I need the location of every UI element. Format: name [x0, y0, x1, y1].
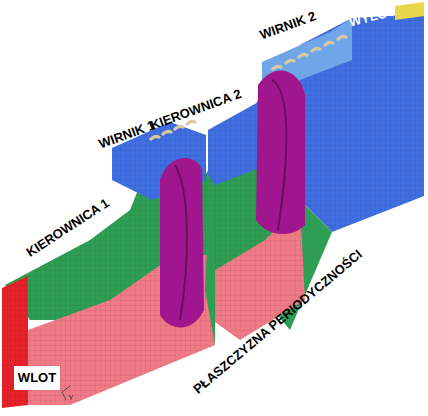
axis-label: Y: [68, 394, 73, 403]
outlet-edge: [395, 2, 424, 20]
rotor2-blade: [256, 71, 305, 235]
inlet-label-box: [14, 366, 60, 390]
region-label: WLOT: [18, 371, 56, 385]
region-label: WIRNIK 2: [258, 9, 318, 42]
rotor1-blade: [160, 158, 204, 327]
